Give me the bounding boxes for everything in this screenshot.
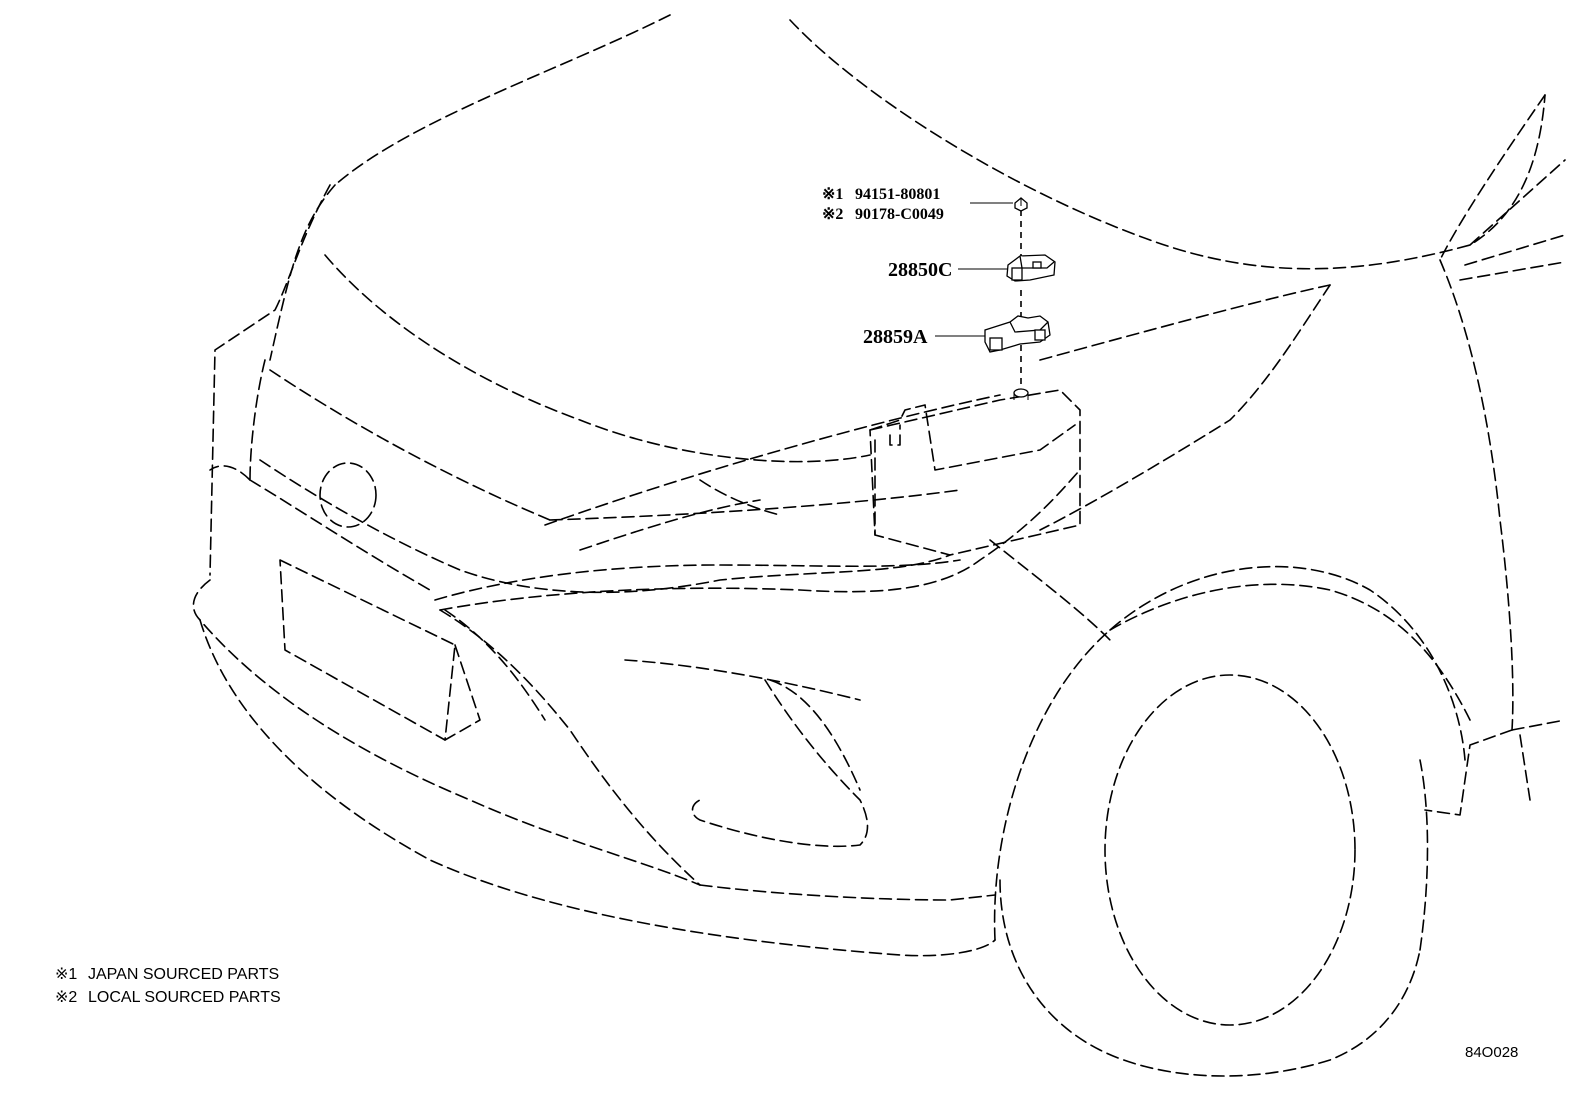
current-sensor-icon (1006, 254, 1056, 282)
sensor-bracket-icon (984, 315, 1051, 353)
callout-part-94151-80801: 94151-80801 (855, 186, 940, 203)
callout-mark-1: ※1 (822, 186, 843, 203)
legend: ※1 JAPAN SOURCED PARTS ※2 LOCAL SOURCED … (55, 966, 281, 1006)
callout-part-28850c: 28850C (888, 259, 952, 281)
battery-terminal-icon (1013, 388, 1029, 400)
legend-mark-1: ※1 (55, 966, 77, 983)
legend-text-1: JAPAN SOURCED PARTS (88, 966, 279, 983)
callout-part-28859a: 28859A (863, 326, 928, 348)
vehicle-outline (192, 14, 1566, 1077)
callout-mark-2: ※2 (822, 206, 843, 223)
callout-part-90178-c0049: 90178-C0049 (855, 206, 944, 223)
figure-code: 84O028 (1465, 1044, 1518, 1061)
battery-outline (869, 389, 1081, 556)
legend-text-2: LOCAL SOURCED PARTS (88, 989, 281, 1006)
nut-icon (1014, 197, 1028, 212)
legend-mark-2: ※2 (55, 989, 77, 1006)
